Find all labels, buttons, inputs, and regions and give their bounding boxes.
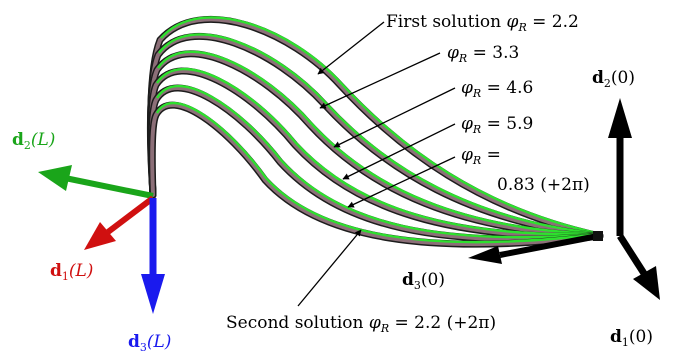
label-d2-L: d2(L) [12,130,55,152]
d3-L-arrowhead [141,274,165,314]
rod-curves [146,15,604,248]
pointer-first-solution [317,21,385,75]
d1-0-arrowhead [633,266,660,300]
d1-L-arrow-shaft [106,195,155,235]
pointer-3-3 [319,52,441,109]
d1-0-arrow-shaft [617,234,648,277]
label-d2-0: d2(0) [592,68,635,90]
label-phi-0-83-line1: φR = [461,145,501,167]
pointer-second-solution [297,229,362,307]
d2-L-arrow-shaft [64,175,154,199]
rod-end-clamp [593,231,603,241]
d2-0-arrowhead [608,98,632,138]
label-d3-0: d3(0) [402,270,445,292]
label-d3-L: d3(L) [128,332,171,354]
frame-left [38,165,165,314]
label-phi-5-9: φR = 5.9 [461,114,533,136]
label-phi-3-3: φR = 3.3 [447,43,519,65]
frame-right [468,98,660,300]
d2-L-arrowhead [38,165,72,191]
d3-0-arrowhead [468,246,502,264]
label-phi-0-83-line2: 0.83 (+2π) [497,175,590,195]
pointer-5-9 [342,123,456,180]
d1-L-arrowhead [84,222,116,250]
label-second-solution: Second solution φR = 2.2 (+2π) [226,313,496,335]
frame-labels: d2(L) d1(L) d3(L) d2(0) d3(0) d1(0) [12,68,653,354]
label-phi-4-6: φR = 4.6 [461,78,533,100]
pointer-4-6 [333,87,456,148]
label-first-solution: First solution φR = 2.2 [386,12,579,34]
annotation-pointers [297,21,456,307]
rod-curve-second-solution [148,101,604,248]
annotation-labels: First solution φR = 2.2 φR = 3.3 φR = 4.… [226,12,590,335]
label-d1-0: d1(0) [610,327,653,349]
d3-0-arrow-shaft [499,233,599,258]
label-d1-L: d1(L) [50,261,93,283]
pointer-0-83 [347,156,456,208]
